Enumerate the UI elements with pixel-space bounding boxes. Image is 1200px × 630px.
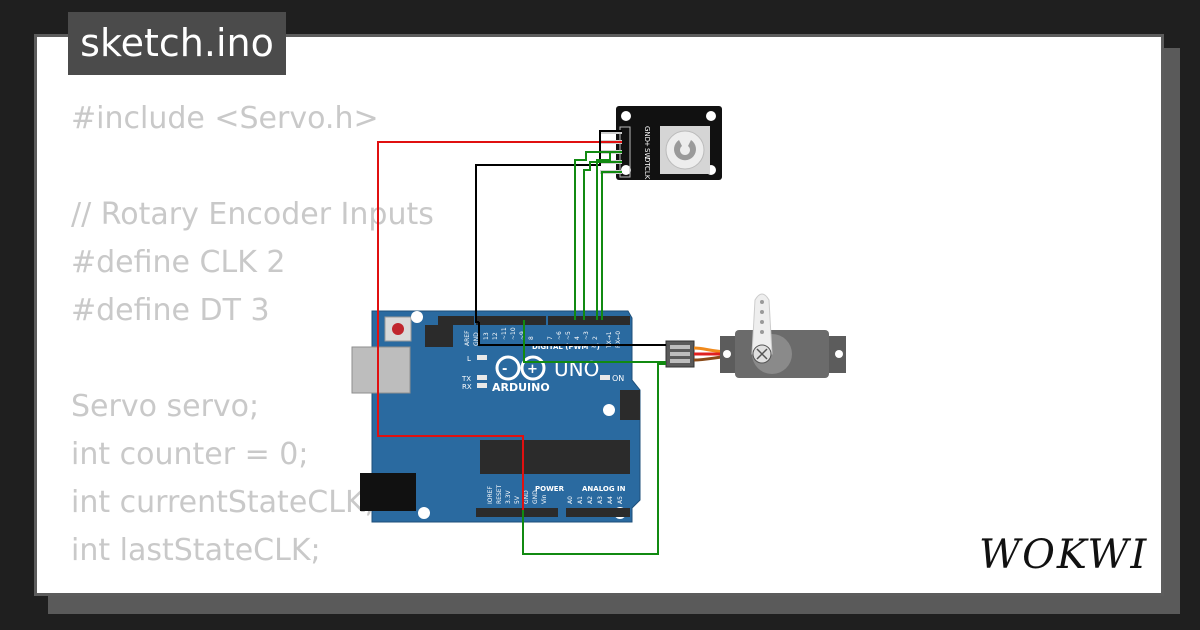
analog-label: ANALOG IN: [582, 485, 626, 493]
file-name-tab[interactable]: sketch.ino: [68, 12, 286, 75]
mounting-hole: [418, 507, 430, 519]
reset-button-cap: [392, 323, 404, 335]
board-name: UNO: [554, 357, 599, 381]
icsp-header: [620, 390, 640, 420]
encoder-knob[interactable]: [665, 130, 705, 170]
led-on: [600, 375, 610, 380]
analog-pin-label: A4: [607, 496, 614, 504]
digital-pin-label: 12: [492, 332, 499, 340]
servo-motor[interactable]: [665, 293, 846, 378]
power-pin-label: IOREF: [487, 486, 494, 504]
l-label: L: [467, 355, 471, 363]
svg-text:+: +: [527, 362, 538, 377]
svg-text:-: -: [502, 362, 507, 377]
arduino-infinity-logo: - +: [495, 355, 546, 381]
code-line: int currentStateCLK;: [71, 485, 375, 520]
wires: [377, 130, 666, 555]
digital-pin-label: ~3: [583, 331, 590, 340]
led-l: [477, 355, 487, 360]
encoder-pin-label: +: [643, 141, 651, 147]
wire-ground-servo[interactable]: [478, 322, 666, 346]
wire-servo-signal[interactable]: [523, 320, 666, 363]
code-line: #include <Servo.h>: [71, 101, 379, 136]
analog-header: [566, 508, 630, 517]
digital-pin-label: 13: [483, 332, 490, 340]
power-pin-label: 3.3V: [505, 489, 512, 504]
wire-signal[interactable]: [596, 152, 611, 320]
power-pin-label: 5V: [514, 495, 521, 504]
mounting-hole: [621, 111, 631, 121]
digital-pin-label: 4: [574, 336, 581, 340]
power-label: POWER: [535, 485, 565, 493]
mounting-hole: [706, 111, 716, 121]
digital-pin-label: RX←0: [615, 331, 622, 348]
analog-pin-label: A1: [577, 496, 584, 504]
digital-header-right: [548, 316, 630, 325]
code-line: #define CLK 2: [71, 245, 286, 280]
wire-servo-power[interactable]: [522, 363, 666, 555]
digital-pin-label: ~11: [501, 327, 508, 340]
gnd-pin-label: GND: [473, 332, 480, 346]
mounting-hole: [411, 311, 423, 323]
mounting-hole: [603, 404, 615, 416]
arduino-uno-board[interactable]: - + UNO ARDUINO DIGITAL (PWM ~) POWER AN…: [351, 310, 641, 523]
wire-ground[interactable]: [475, 130, 622, 323]
atmega-chip: [480, 440, 630, 474]
code-editor: #include <Servo.h> // Rotary Encoder Inpu…: [71, 95, 434, 575]
code-line: // Rotary Encoder Inputs: [71, 197, 434, 232]
analog-pin-label: A2: [587, 496, 594, 504]
encoder-pin-label: DT: [643, 157, 651, 167]
power-pin-label: GND: [523, 490, 530, 504]
code-line: int counter = 0;: [71, 437, 309, 472]
wokwi-logo: WOKWI: [979, 532, 1148, 578]
digital-pin-label: ~9: [519, 331, 526, 340]
wire-dt[interactable]: [583, 161, 622, 320]
aref-pin-label: AREF: [464, 330, 471, 346]
digital-header-mid: [476, 316, 546, 325]
usb-port: [351, 346, 411, 394]
power-header: [476, 508, 558, 517]
digital-pin-label: 7: [547, 336, 554, 340]
tx-label: TX: [461, 375, 471, 383]
arduino-logo-text: ARDUINO: [492, 381, 550, 394]
power-pin-label: GND: [532, 490, 539, 504]
led-tx: [477, 375, 487, 380]
analog-pin-label: A5: [617, 496, 624, 504]
digital-header-left: [438, 316, 474, 325]
power-jack: [360, 473, 416, 511]
digital-pin-label: 8: [528, 336, 535, 340]
digital-label: DIGITAL (PWM ~): [532, 343, 600, 351]
wire-sw[interactable]: [574, 151, 622, 320]
code-line: int lastStateCLK;: [71, 533, 321, 568]
digital-pin-label: 2: [592, 336, 599, 340]
digital-pin-label: ~10: [510, 327, 517, 340]
analog-pin-label: A3: [597, 496, 604, 504]
wire-clk[interactable]: [601, 171, 622, 320]
on-label: ON: [612, 374, 624, 383]
analog-pin-label: A0: [567, 496, 574, 504]
code-line: #define DT 3: [71, 293, 270, 328]
encoder-pin-label: SW: [643, 148, 651, 159]
icsp-header: [425, 325, 453, 347]
digital-pin-label: ~5: [565, 331, 572, 340]
digital-pin-label: ~6: [556, 331, 563, 340]
power-pin-label: RESET: [496, 484, 503, 504]
wire-power-5v[interactable]: [377, 141, 622, 510]
mounting-hole: [621, 165, 631, 175]
encoder-shaft-icon: [674, 140, 697, 161]
digital-pin-label: TX→1: [606, 331, 613, 349]
power-pin-label: Vin: [541, 494, 548, 504]
led-rx: [477, 383, 487, 388]
rx-label: RX: [462, 383, 472, 391]
wokwi-logo-text: WOKWI: [979, 532, 1148, 578]
code-line: Servo servo;: [71, 389, 260, 424]
encoder-pin-label: GND: [643, 126, 651, 142]
encoder-pin-label: CLK: [643, 166, 651, 180]
